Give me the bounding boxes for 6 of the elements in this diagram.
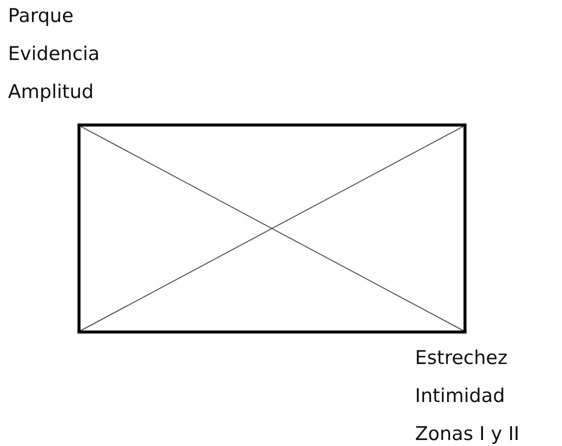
label-text: Estrechez bbox=[415, 346, 508, 370]
label-text: Parque bbox=[8, 4, 74, 28]
label-text: Evidencia bbox=[8, 42, 100, 66]
label-text: Amplitud bbox=[8, 80, 94, 104]
label-text: Zonas I y II bbox=[415, 422, 520, 446]
label-text: Intimidad bbox=[415, 384, 505, 408]
